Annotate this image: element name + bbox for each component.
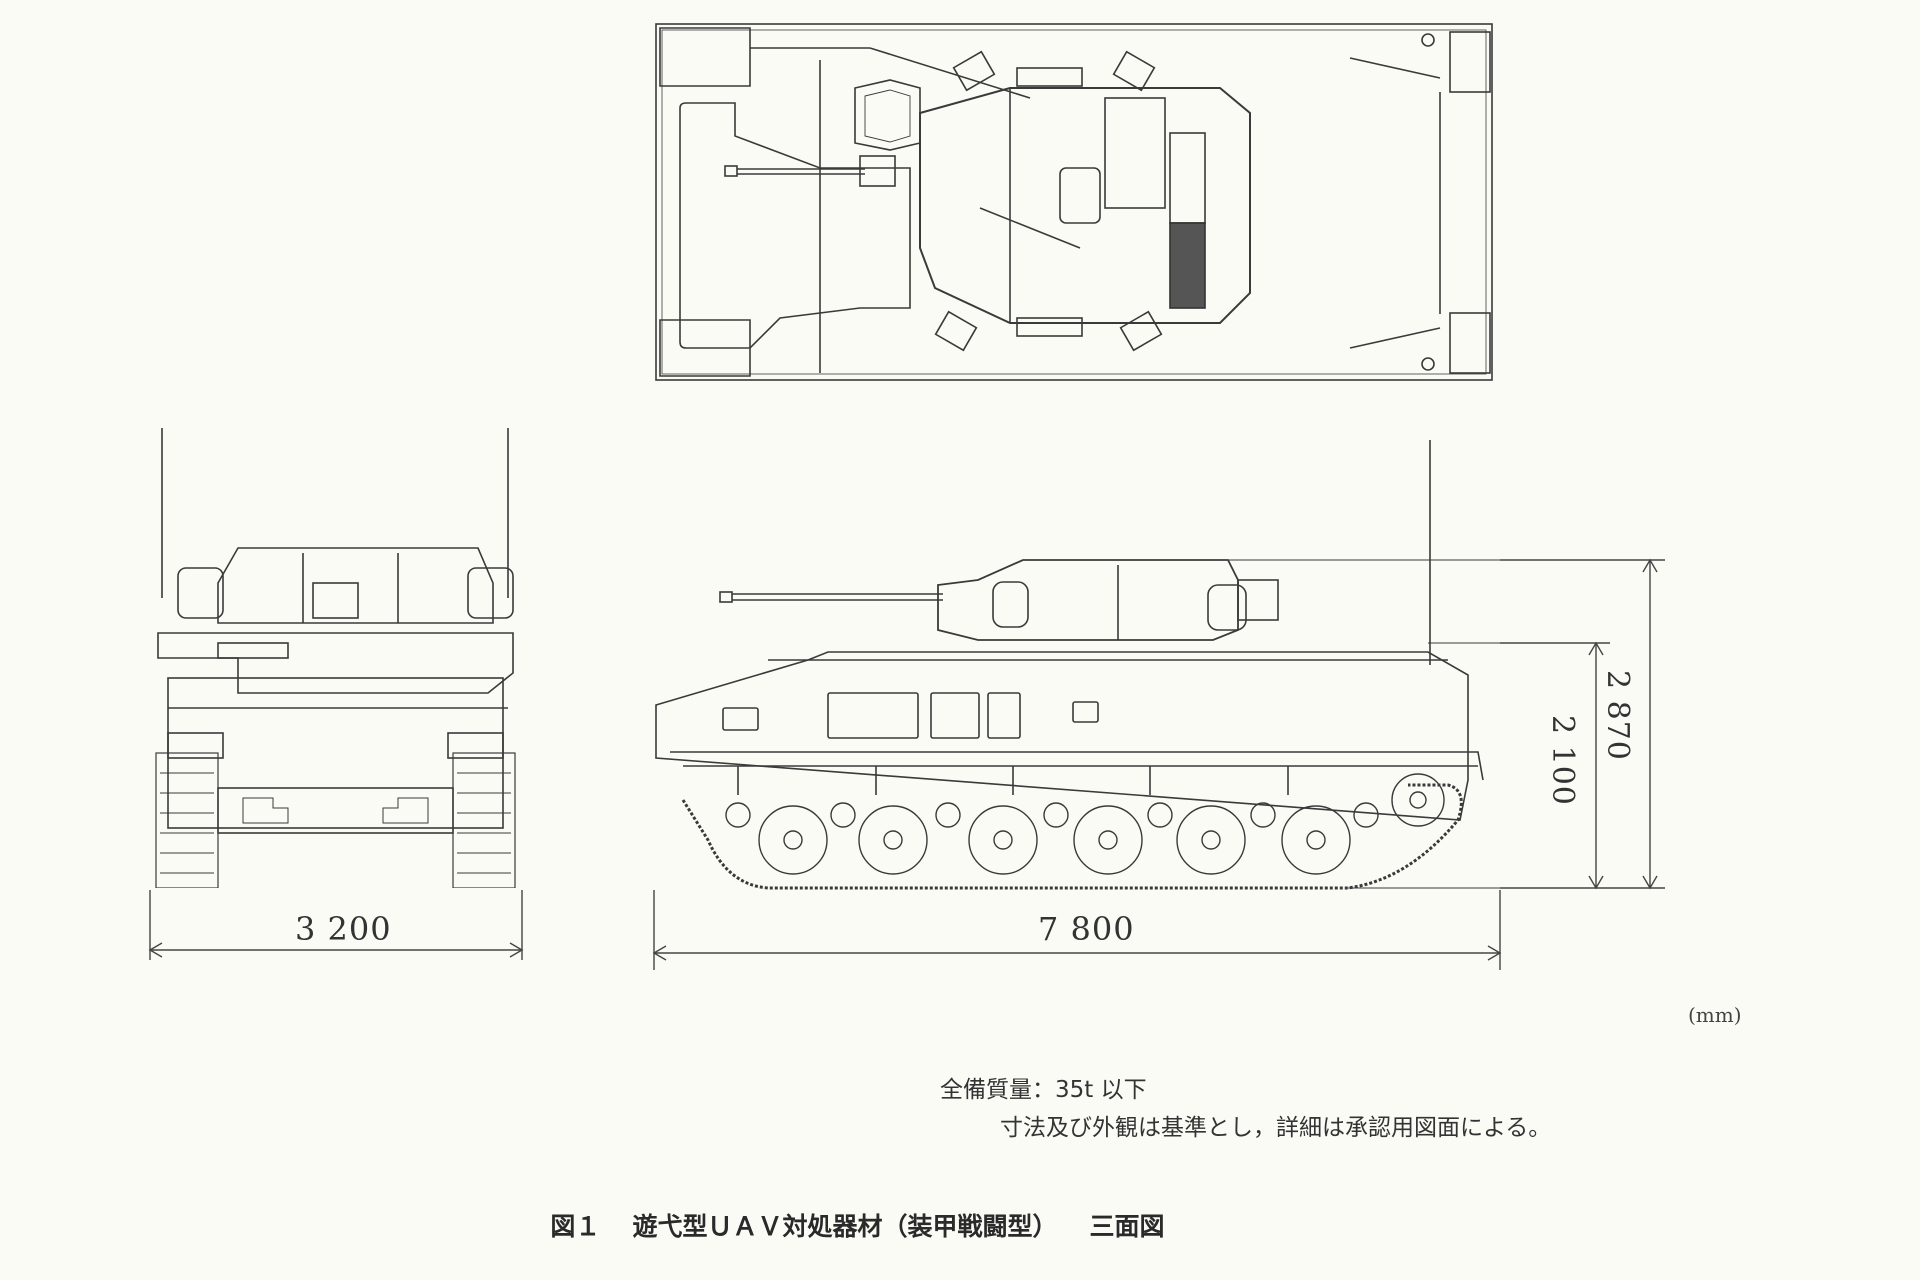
disclaimer-note: 寸法及び外観は基準とし，詳細は承認用図面による。 bbox=[1000, 1115, 1552, 1141]
overall-height-label: 2 870 bbox=[1600, 670, 1635, 761]
unit-label: (mm) bbox=[1688, 1003, 1742, 1027]
width-dimension-label: 3 200 bbox=[295, 910, 392, 948]
figure-view-type: 三面図 bbox=[1089, 1212, 1165, 1241]
length-dimension-line bbox=[650, 890, 1510, 970]
figure-number: 図１ bbox=[550, 1212, 601, 1241]
figure-caption: 図１ 遊弋型ＵＡＶ対処器材（装甲戦闘型） 三面図 bbox=[533, 1178, 1196, 1243]
width-dimension-line bbox=[148, 890, 528, 970]
mass-note: 全備質量：35t 以下 bbox=[940, 1077, 1147, 1103]
length-dimension-label: 7 800 bbox=[1038, 910, 1135, 948]
figure-title: 遊弋型ＵＡＶ対処器材（装甲戦闘型） bbox=[632, 1212, 1058, 1241]
top-view-drawing bbox=[650, 18, 1500, 388]
side-view-drawing bbox=[648, 440, 1508, 890]
front-view-drawing bbox=[148, 428, 528, 888]
hull-height-label: 2 100 bbox=[1545, 715, 1580, 806]
height-dimension-lines bbox=[1500, 556, 1670, 896]
